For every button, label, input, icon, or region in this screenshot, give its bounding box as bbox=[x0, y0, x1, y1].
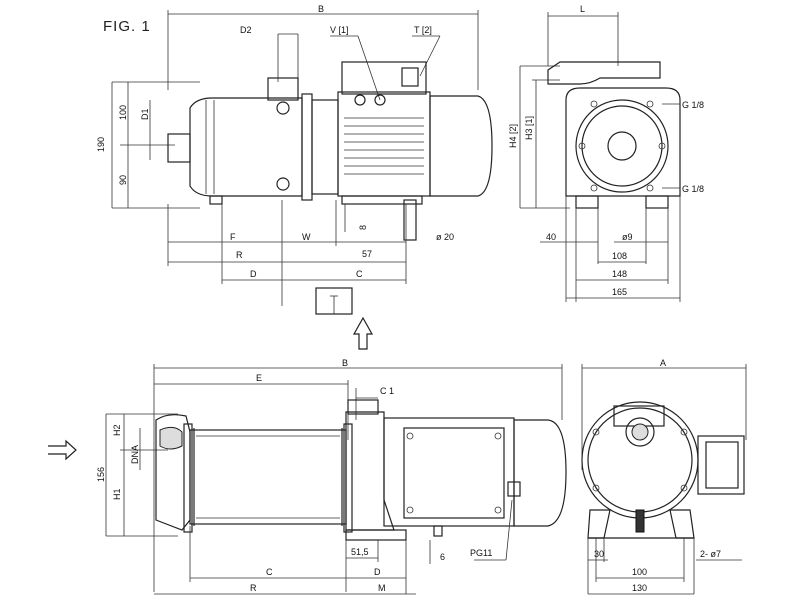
label-PG11: PG11 bbox=[470, 548, 492, 558]
dim-H3: H3 [1] bbox=[524, 116, 534, 140]
label-T: T [2] bbox=[414, 25, 432, 35]
dim-8: 8 bbox=[358, 225, 368, 230]
dim-H4: H4 [2] bbox=[508, 124, 518, 148]
label-V: V [1] bbox=[330, 25, 349, 35]
dim-190: 190 bbox=[96, 137, 106, 152]
dim-phi20: ø 20 bbox=[436, 232, 454, 242]
dim-100: 100 bbox=[118, 105, 128, 120]
dim-B-bottom: B bbox=[342, 358, 348, 368]
dim-C1: C 1 bbox=[380, 386, 394, 396]
label-DNA: DNA bbox=[130, 445, 140, 464]
dim-W: W bbox=[302, 232, 311, 242]
dim-148: 148 bbox=[612, 269, 627, 279]
dim-90: 90 bbox=[118, 175, 128, 185]
top-side-view: B D2 V [1] T [2] 190 100 90 D1 bbox=[96, 4, 493, 315]
dim-51-5: 51,5 bbox=[351, 547, 369, 557]
label-D1: D1 bbox=[140, 108, 150, 120]
dim-phi7: 2- ø7 bbox=[700, 549, 721, 559]
dim-156: 156 bbox=[96, 467, 106, 482]
bottom-end-view: A 30 100 13 bbox=[581, 358, 747, 595]
dim-H2: H2 bbox=[112, 424, 122, 436]
dim-108: 108 bbox=[612, 251, 627, 261]
label-G-bottom: G 1/8 bbox=[682, 184, 704, 194]
label-G-top: G 1/8 bbox=[682, 100, 704, 110]
bottom-side-view: B E C 1 156 H2 H1 DNA bbox=[48, 358, 567, 595]
dim-30: 30 bbox=[594, 549, 604, 559]
dim-E: E bbox=[256, 373, 262, 383]
view-arrow bbox=[352, 316, 374, 350]
dim-40: 40 bbox=[546, 232, 556, 242]
dim-57: 57 bbox=[362, 249, 372, 259]
dim-100-end: 100 bbox=[632, 567, 647, 577]
dim-D-top: D bbox=[250, 269, 257, 279]
dim-H1: H1 bbox=[112, 488, 122, 500]
dim-R-top: R bbox=[236, 250, 243, 260]
top-end-view: L H4 [2] H3 [1] G 1/8 G 1/8 bbox=[508, 4, 704, 302]
dim-6: 6 bbox=[440, 552, 445, 562]
dim-B-top: B bbox=[318, 4, 324, 14]
dim-C-bottom: C bbox=[266, 567, 273, 577]
dim-165: 165 bbox=[612, 287, 627, 297]
dim-F: F bbox=[230, 232, 236, 242]
dim-D-bottom: D bbox=[374, 567, 381, 577]
dim-R-bottom: R bbox=[250, 583, 257, 593]
dim-phi9: ø9 bbox=[622, 232, 633, 242]
dim-C-top: C bbox=[356, 269, 363, 279]
dim-L: L bbox=[580, 4, 585, 14]
dim-130: 130 bbox=[632, 583, 647, 593]
dim-M: M bbox=[378, 583, 386, 593]
figure-title: FIG. 1 bbox=[103, 18, 151, 35]
dim-A: A bbox=[660, 358, 666, 368]
label-D2: D2 bbox=[240, 25, 252, 35]
